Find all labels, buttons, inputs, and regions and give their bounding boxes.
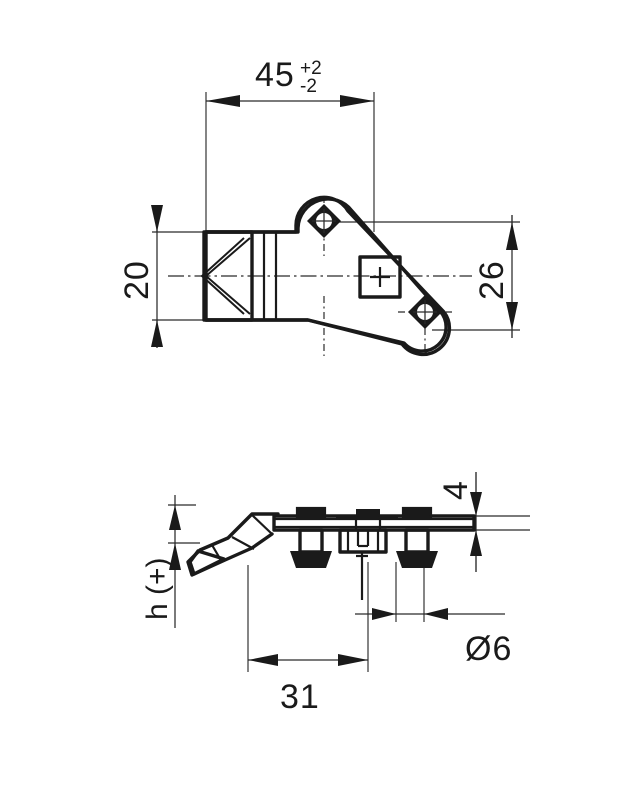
- bolt-left-head: [297, 508, 325, 517]
- pivot-detail-side: [336, 509, 398, 600]
- dim-tol-upper-45: +2: [300, 58, 322, 79]
- arrow-31-left: [248, 654, 278, 666]
- arrow-4-top: [470, 492, 482, 516]
- length-45-dimension: 45 +2 -2: [206, 56, 374, 107]
- dim-label-31: 31: [280, 678, 320, 716]
- hook-lever-profile: [186, 512, 280, 577]
- top-view-projection-lines: [152, 92, 520, 348]
- arrow-4-bottom: [470, 530, 482, 556]
- dim-label-20: 20: [118, 260, 156, 300]
- bolt-right-head-outline: [401, 506, 433, 519]
- height-h-dimension: h (+): [141, 495, 181, 628]
- dim-label-h: h (+): [141, 557, 174, 620]
- bolt-right-nut: [396, 551, 438, 568]
- arrow-20-top: [151, 205, 163, 232]
- bolt-assembly-left: [290, 506, 332, 568]
- plate-body-silhouette: [204, 195, 452, 357]
- dim-label-d6: Ø6: [465, 630, 512, 668]
- arrow-d6-right: [424, 608, 448, 620]
- dim-label-4: 4: [437, 480, 475, 500]
- bolt-left-head-outline: [295, 506, 327, 519]
- mounting-hole-upper: [307, 204, 341, 238]
- arrow-d6-left: [372, 608, 396, 620]
- dim-tol-lower-45: -2: [300, 76, 317, 97]
- bolt-left-shank: [298, 528, 324, 554]
- side-view-group: h (+) 4 31 Ø6: [141, 472, 530, 716]
- arrow-31-right: [338, 654, 368, 666]
- arrow-h-top: [169, 505, 181, 530]
- dim-label-26: 26: [473, 260, 511, 300]
- arrow-26-top: [506, 222, 518, 250]
- hook-bend-line-2: [251, 514, 273, 535]
- cam-wedge-outer: [204, 237, 251, 315]
- cam-wedge-inner: [200, 237, 245, 315]
- height-26-dimension: 26: [473, 215, 518, 338]
- bolt-assembly-right: [396, 506, 438, 568]
- diameter-6-dimension: Ø6: [355, 608, 512, 668]
- bolt-right-shank: [404, 528, 430, 554]
- hook-tip: [188, 549, 226, 576]
- bolt-left-nut: [290, 551, 332, 568]
- dim-label-45: 45: [255, 56, 295, 94]
- hook-bend-line-1: [231, 536, 255, 550]
- arrow-45-right: [340, 95, 374, 107]
- top-view-group: 45 +2 -2 20 26: [118, 56, 520, 357]
- hook-bend-line-3: [211, 544, 223, 563]
- pivot-cap: [356, 509, 380, 515]
- bolt-right-head: [403, 508, 431, 517]
- hook-lever-side: [186, 512, 280, 577]
- mounting-hole-lower: [408, 295, 442, 329]
- arrow-26-bottom: [506, 302, 518, 330]
- thickness-4-dimension: 4: [437, 472, 482, 572]
- arrow-20-bottom: [151, 320, 163, 347]
- width-20-dimension: 20: [118, 205, 163, 348]
- arrow-h-bottom: [169, 543, 181, 570]
- square-boss-outline: [358, 255, 402, 299]
- spacing-31-dimension: 31: [248, 654, 368, 716]
- cam-head-group: [200, 230, 278, 322]
- arrow-45-left: [206, 95, 240, 107]
- center-square-boss: [358, 255, 402, 299]
